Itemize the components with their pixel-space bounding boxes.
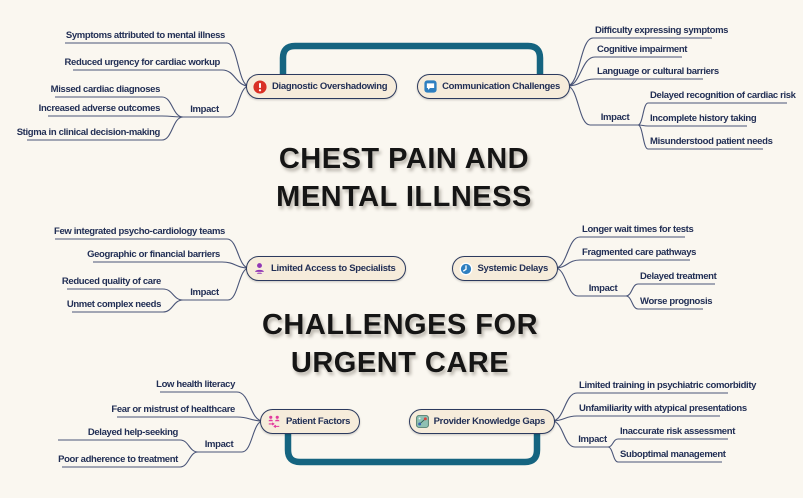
branch-label[interactable]: Reduced urgency for cardiac workup: [64, 57, 221, 68]
spine-top-arc: [279, 42, 544, 78]
branch-connector: [637, 102, 649, 126]
title-line-1: CHEST PAIN AND: [278, 143, 530, 175]
branch-label[interactable]: Poor adherence to treatment: [58, 454, 178, 465]
branch-label[interactable]: Missed cardiac diagnoses: [50, 84, 161, 95]
branch-connector: [179, 451, 199, 468]
topic-pill-3[interactable]: Systemic Delays: [451, 256, 558, 281]
topic-label: Limited Access to Specialists: [271, 263, 396, 274]
topic-pill-5[interactable]: Provider Knowledge Gaps: [408, 409, 555, 434]
spine-bottom-arc: [284, 430, 541, 466]
central-title-bottom: CHALLENGES FOR URGENT CARE: [200, 306, 600, 382]
branch-connector: [551, 392, 578, 422]
branch-connector: [179, 439, 199, 453]
branch-label[interactable]: Longer wait times for tests: [582, 224, 694, 235]
branch-label[interactable]: Delayed recognition of cardiac risk: [650, 90, 796, 101]
topic-label: Provider Knowledge Gaps: [433, 416, 546, 427]
branch-label[interactable]: Delayed treatment: [640, 271, 717, 282]
branch-label[interactable]: Inaccurate risk assessment: [620, 426, 736, 437]
branch-label[interactable]: Suboptimal management: [620, 449, 726, 460]
topic-pill-0[interactable]: Diagnostic Overshadowing: [246, 74, 398, 99]
branch-label[interactable]: Cognitive impairment: [597, 44, 688, 55]
person-icon: [253, 262, 266, 275]
title-line-4: URGENT CARE: [290, 347, 510, 379]
branch-label[interactable]: Delayed help-seeking: [87, 427, 179, 438]
impact-label[interactable]: Impact: [190, 104, 219, 115]
branch-label[interactable]: Reduced quality of care: [61, 276, 161, 287]
topic-pill-4[interactable]: Patient Factors: [260, 409, 361, 434]
branch-label[interactable]: Language or cultural barriers: [597, 66, 719, 77]
people-icon: [267, 415, 281, 429]
alert-icon: [253, 79, 267, 94]
branch-connector: [221, 69, 250, 87]
topic-pill-2[interactable]: Limited Access to Specialists: [246, 256, 406, 281]
branch-label[interactable]: Geographic or financial barriers: [87, 249, 220, 260]
branch-connector: [607, 446, 619, 463]
branch-label[interactable]: Misunderstood patient needs: [650, 136, 773, 147]
branch-label[interactable]: Limited training in psychiatric comorbid…: [579, 380, 757, 391]
impact-label[interactable]: Impact: [600, 112, 630, 123]
impact-label[interactable]: Impact: [204, 439, 234, 450]
speech-bubble-icon: [424, 80, 437, 93]
branch-connector: [551, 415, 578, 422]
branch-connector: [625, 283, 639, 297]
branch-label[interactable]: Fear or mistrust of healthcare: [111, 404, 235, 415]
branch-label[interactable]: Low health literacy: [156, 379, 235, 390]
branch-connector: [566, 37, 594, 87]
branch-label[interactable]: Few integrated psycho-cardiology teams: [54, 226, 225, 237]
branch-connector: [162, 299, 184, 313]
branch-label[interactable]: Stigma in clinical decision-making: [16, 127, 161, 138]
title-line-3: CHALLENGES FOR: [261, 309, 539, 341]
central-title-top: CHEST PAIN AND MENTAL ILLNESS: [204, 140, 604, 216]
branch-label[interactable]: Fragmented care pathways: [582, 247, 697, 258]
title-line-2: MENTAL ILLNESS: [276, 181, 532, 213]
branch-connector: [637, 124, 649, 150]
topic-pill-1[interactable]: Communication Challenges: [417, 74, 570, 99]
branch-connector: [162, 288, 184, 301]
topic-label: Diagnostic Overshadowing: [272, 81, 388, 92]
impact-label[interactable]: Impact: [190, 287, 219, 298]
branch-label[interactable]: Increased adverse outcomes: [38, 103, 161, 114]
branch-connector: [625, 295, 639, 310]
branch-connector: [221, 261, 250, 269]
branch-label[interactable]: Difficulty expressing symptoms: [595, 25, 729, 36]
knowledge-board-icon: [415, 415, 429, 428]
branch-connector: [566, 56, 596, 87]
branch-label[interactable]: Unfamiliarity with atypical presentation…: [579, 403, 747, 414]
branch-label[interactable]: Symptoms attributed to mental illness: [65, 30, 225, 41]
topic-label: Patient Factors: [286, 416, 351, 427]
branch-label[interactable]: Worse prognosis: [640, 296, 713, 307]
clock-icon: [459, 262, 473, 276]
branch-connector: [226, 42, 250, 87]
impact-label[interactable]: Impact: [588, 283, 618, 294]
branch-connector: [161, 116, 184, 141]
impact-label[interactable]: Impact: [578, 434, 607, 445]
branch-label[interactable]: Unmet complex needs: [66, 299, 162, 310]
topic-label: Systemic Delays: [477, 263, 549, 274]
topic-label: Communication Challenges: [442, 81, 560, 92]
branch-label[interactable]: Incomplete history taking: [650, 113, 757, 124]
branch-connector: [566, 78, 596, 87]
